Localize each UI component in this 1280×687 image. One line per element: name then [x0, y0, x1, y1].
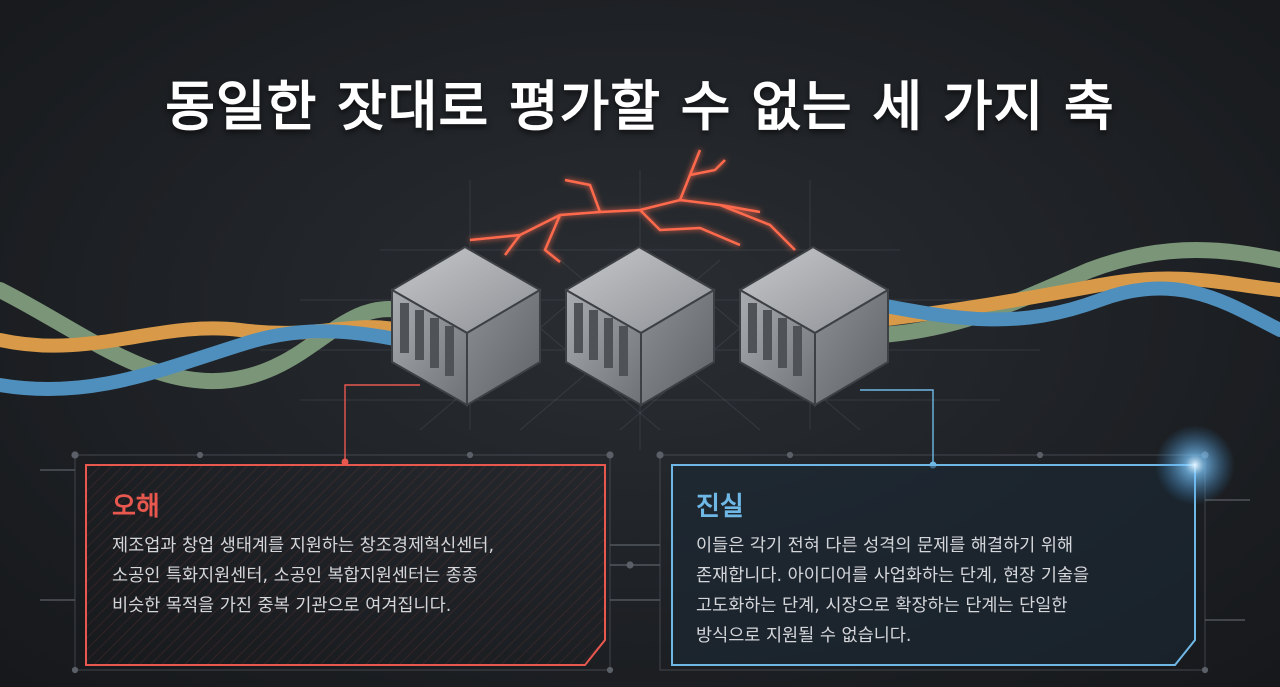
truth-heading: 진실: [696, 492, 744, 522]
truth-line: 존재합니다. 아이디어를 사업화하는 단계, 현장 기술을: [696, 566, 1090, 586]
myth-panel: [85, 464, 606, 666]
ribbon-icon-left: [0, 282, 408, 397]
truth-connector: [860, 389, 934, 465]
crack-icon: [469, 149, 796, 263]
truth-body: 이들은 각기 전혀 다른 성격의 문제를 해결하기 위해 존재합니다. 아이디어…: [696, 531, 1166, 651]
myth-connector: [344, 384, 420, 462]
myth-line: 제조업과 창업 생태계를 지원하는 창조경제혁신센터,: [112, 536, 495, 556]
server-block-icon-2: [564, 245, 716, 407]
myth-line: 소공인 특화지원센터, 소공인 복합지원센터는 종종: [112, 566, 478, 586]
myth-body: 제조업과 창업 생태계를 지원하는 창조경제혁신센터, 소공인 특화지원센터, …: [112, 531, 582, 621]
truth-line: 방식으로 지원될 수 없습니다.: [696, 626, 912, 646]
truth-panel: [671, 425, 1235, 666]
server-block-icon-1: [390, 245, 542, 407]
page-title: 동일한 잣대로 평가할 수 없는 세 가지 축: [165, 75, 1115, 138]
glow-icon: [1155, 425, 1235, 505]
server-block-icon-3: [738, 245, 890, 407]
ribbon-icon-right: [872, 242, 1280, 343]
myth-connector-node: [341, 458, 349, 466]
circuit-lines: [40, 451, 1250, 674]
truth-line: 고도화하는 단계, 시장으로 확장하는 단계는 단일한: [696, 596, 1068, 616]
myth-heading: 오해: [112, 492, 160, 522]
myth-line: 비슷한 목적을 가진 중복 기관으로 여겨집니다.: [112, 596, 452, 616]
truth-line: 이들은 각기 전혀 다른 성격의 문제를 해결하기 위해: [696, 536, 1074, 556]
